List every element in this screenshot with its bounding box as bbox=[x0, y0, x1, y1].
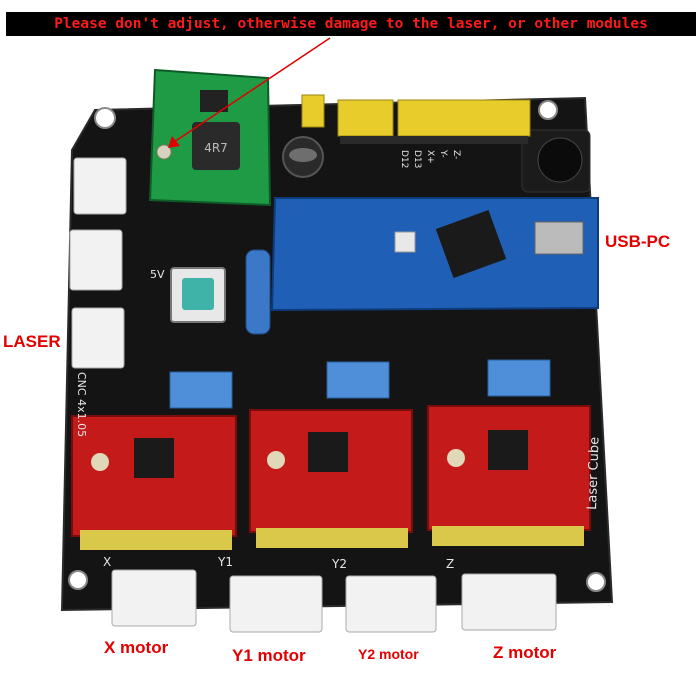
mounting-hole bbox=[68, 570, 88, 590]
mounting-hole bbox=[538, 100, 558, 120]
y2-motor-label: Y2 motor bbox=[358, 646, 419, 662]
reset-button[interactable] bbox=[394, 231, 416, 253]
stepper-driver-y bbox=[249, 409, 413, 548]
dip-switch[interactable] bbox=[169, 371, 233, 409]
power-connector[interactable] bbox=[69, 229, 123, 291]
stepper-driver-z bbox=[427, 405, 591, 546]
stepper-driver-x bbox=[71, 415, 237, 550]
connector-y1-label: Y1 bbox=[217, 555, 233, 569]
usb-port[interactable] bbox=[534, 221, 584, 255]
motor-connector-z[interactable] bbox=[461, 573, 557, 631]
pin-label: D12 bbox=[399, 150, 409, 168]
voltage-label: 5V bbox=[150, 268, 165, 281]
usb-pc-label: USB-PC bbox=[605, 232, 671, 251]
connector-x-label: X bbox=[103, 555, 111, 569]
connector-z-label: Z bbox=[446, 557, 454, 571]
resistor bbox=[245, 249, 271, 335]
pin-label: Z- bbox=[451, 150, 461, 159]
dip-switch[interactable] bbox=[487, 359, 551, 397]
laser-connector[interactable] bbox=[73, 157, 127, 215]
trim-potentiometer[interactable] bbox=[156, 144, 172, 160]
y1-motor-label: Y1 motor bbox=[232, 646, 306, 665]
buck-converter: 4R7 bbox=[148, 68, 272, 207]
jumper-header[interactable] bbox=[301, 94, 325, 128]
x-motor-label: X motor bbox=[104, 638, 169, 657]
connector-y2-label: Y2 bbox=[331, 557, 347, 571]
warning-arrowhead bbox=[168, 136, 180, 148]
mounting-hole bbox=[586, 572, 606, 592]
pin-label: Y- bbox=[438, 149, 448, 158]
inductor-marking: 4R7 bbox=[204, 141, 228, 155]
model-label: CNC 4x1.05 bbox=[75, 372, 88, 437]
warning-banner: Please don't adjust, otherwise damage to… bbox=[6, 12, 696, 36]
laser-label: LASER bbox=[3, 332, 61, 351]
pin-label: X+ bbox=[425, 150, 435, 164]
side-label: Laser Cube bbox=[585, 437, 603, 511]
pin-label: D13 bbox=[412, 150, 422, 168]
mounting-hole bbox=[94, 107, 116, 129]
motor-connector-y2[interactable] bbox=[345, 575, 437, 633]
motor-connector-y1[interactable] bbox=[229, 575, 323, 633]
pin-header[interactable] bbox=[337, 99, 531, 144]
dip-switch[interactable] bbox=[326, 361, 390, 399]
z-motor-label: Z motor bbox=[493, 643, 557, 662]
laser-connector[interactable] bbox=[71, 307, 125, 369]
arduino-nano bbox=[270, 197, 599, 312]
motor-connector-x[interactable] bbox=[111, 569, 197, 627]
warning-arrow bbox=[173, 37, 331, 143]
